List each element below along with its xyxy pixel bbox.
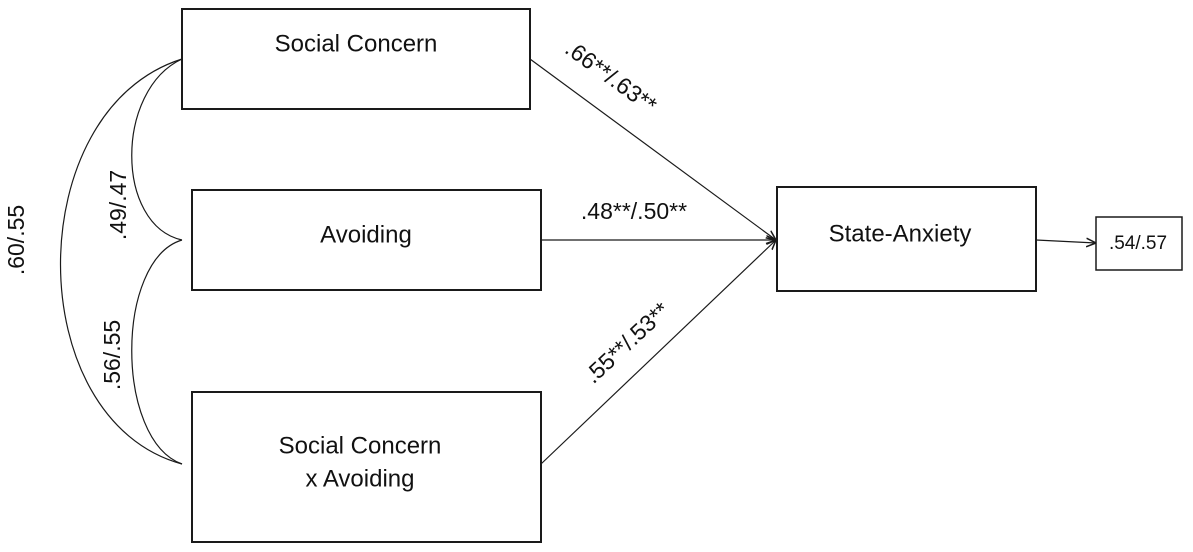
path-arrow-social-concern-state-anxiety [529,58,776,240]
correlation-arc-avoiding-interaction [131,239,183,465]
residual-arrow [1035,240,1096,243]
correlation-label-social-concern-avoiding: .49/.47 [105,170,131,240]
node-social-concern: Social Concern [181,8,531,110]
path-coefficient-interaction: .55**/.53** [579,297,674,388]
path-arrow-interaction-state-anxiety [540,240,776,465]
correlation-label-avoiding-interaction: .56/.55 [99,320,125,390]
node-avoiding-label: Avoiding [320,221,412,248]
node-avoiding: Avoiding [191,189,542,291]
node-interaction-label-line2: x Avoiding [306,465,415,492]
node-social-concern-label: Social Concern [275,30,438,57]
node-state-anxiety: State-Anxiety [776,186,1037,292]
r-squared-label: .54/.57 [1109,233,1167,254]
node-social-concern-x-avoiding: Social Concern x Avoiding [191,391,542,543]
node-interaction-label-line1: Social Concern [279,432,442,459]
r-squared-box: .54/.57 [1095,216,1183,271]
correlation-arc-social-concern-avoiding [131,58,183,241]
correlation-label-social-concern-interaction: .60/.55 [3,205,29,275]
path-coefficient-social-concern: .66**/.63** [561,35,662,118]
node-state-anxiety-label: State-Anxiety [829,220,972,247]
correlation-arc-social-concern-interaction [59,58,183,465]
path-coefficient-avoiding: .48**/.50** [581,198,687,224]
